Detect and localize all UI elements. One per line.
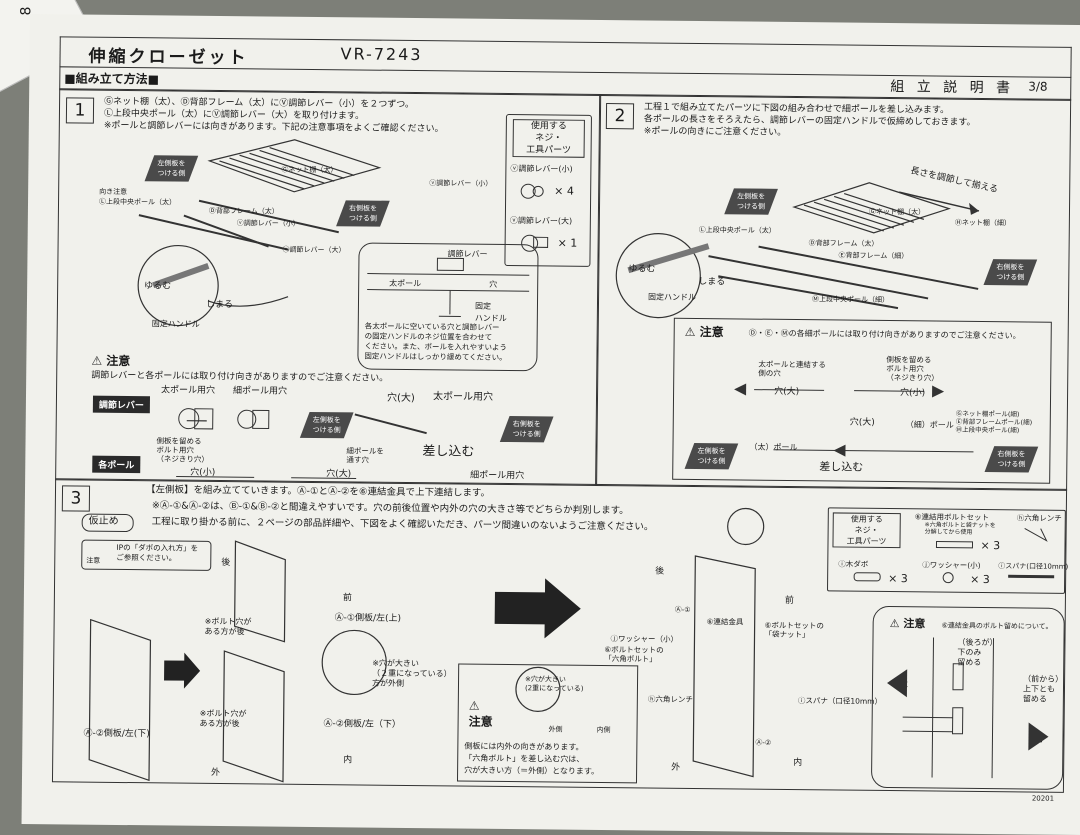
footer-code: 20201	[1032, 793, 1054, 805]
hole-large-label-1: 穴(大)	[387, 393, 415, 405]
in-label-2: 内	[793, 757, 802, 769]
step3-panel: 3 【左側板】を組み立てていきます。Ⓐ-①とⒶ-②を⑥連結金具で上下連結します。…	[52, 478, 1067, 793]
a2b-label: Ⓐ-②側板/左（下）	[324, 718, 401, 731]
page-number: 3/8	[1028, 79, 1047, 93]
step2-loosen: ゆるむ	[628, 263, 655, 275]
hole-small-label-1: 穴(小)	[190, 467, 215, 479]
step2-insert: 差し込む	[819, 460, 863, 473]
back-label-2: 後	[655, 566, 664, 578]
step2-caution-box: ⚠ 注意 Ⓓ・Ⓔ・Ⓜの各細ポールには取り付け向きがありますのでご注意ください。 …	[672, 318, 1052, 484]
step2-net-thin-label: Ⓗネット棚（細）	[955, 217, 1011, 230]
next-arrow-large	[494, 578, 581, 639]
bolt-hole-note-2: ※ボルト穴が ある方が後	[200, 709, 247, 729]
back-label-1: 後	[221, 557, 230, 569]
joint-label: ⑥連結金具	[707, 616, 744, 628]
wrench-label: ⓗ六角レンチ	[648, 694, 693, 706]
step2-panel: 2 工程１で組み立てたパーツに下図の組み合わせで細ポールを差し込みます。 各ポー…	[595, 94, 1071, 491]
manual-title: 組 立 説 明 書	[890, 76, 1014, 97]
out-label-2: 外	[671, 762, 680, 774]
a1c-label: Ⓐ-①	[675, 604, 691, 616]
hole-large-label-2: 穴(大)	[326, 468, 351, 480]
step2-back-label: Ⓓ背部フレーム（太）	[809, 237, 879, 250]
step1-panel: 1 Ⓖネット棚（太）、Ⓓ背部フレーム（太）にⓋ調節レバー（小）を２つずつ。 Ⓛ上…	[55, 88, 601, 486]
step2-hole-large-2: 穴(大)	[850, 417, 875, 429]
step3-caution-in: 内側	[596, 724, 610, 736]
step3-parts-icons	[828, 508, 1065, 592]
step3-parts-box: 使用する ネジ・ 工具パーツ ⑥連結用ボルトセット ※六角ボルトと袋ナットを 分…	[827, 507, 1066, 593]
front-label-2: 前	[785, 595, 794, 607]
assembly-method-label: ■組み立て方法■	[64, 69, 159, 87]
washer-label: ⓙワッシャー（小）	[610, 633, 678, 646]
step2-upper-label: Ⓛ上段中央ポール（太）	[699, 224, 776, 237]
insert-thin-label: 細ポールを 通す穴	[346, 446, 384, 464]
step3-caution-out: 外側	[548, 723, 562, 735]
thin-pole-hole-label: 細ポール用穴	[470, 470, 524, 483]
instruction-sheet: 伸縮クローゼット VR-7243 ■組み立て方法■ 組 立 説 明 書 3/8 …	[22, 14, 1080, 835]
step2-back-thin-label: Ⓔ背部フレーム（細）	[838, 249, 908, 262]
panel-a2-label: Ⓐ-②側板/左(下)	[83, 728, 149, 741]
step2-upper-thin-label: Ⓜ上段中央ポール（細）	[812, 293, 889, 306]
step3-caution-big: ※穴が大きい (2重になっている)	[525, 675, 584, 694]
side-board-note: 側板を留める ボルト用穴 （ネジきり穴）	[156, 436, 209, 464]
step3-joint-drawing	[872, 607, 1064, 789]
bolt-hole-note-1: ※ボルト穴が ある方が後	[204, 617, 251, 637]
product-title: 伸縮クローゼット	[88, 42, 248, 69]
a2c-label: Ⓐ-②	[755, 737, 771, 749]
step2-hole-small: 穴(小)	[900, 387, 925, 399]
step3-caution-3: 穴が大きい方（＝外側）となります。	[464, 765, 599, 778]
in-label-1: 内	[343, 754, 352, 766]
step3-joint-caution-box: ⚠ 注意 ⑥連結金具のボルト留めについて。 （後ろが） 下のみ 留める （前から…	[871, 606, 1065, 790]
thick-hole-label-2: 太ポール用穴	[433, 391, 493, 404]
step2-thick-pole: （太）ポール	[749, 442, 797, 455]
step2-net-label: Ⓖネット棚（太）	[869, 206, 925, 219]
caution-icon: ⚠	[469, 699, 480, 713]
pole-tag: 各ポール	[92, 456, 140, 474]
model-number: VR-7243	[341, 44, 423, 64]
nut-label: ⑥ボルトセットの 「袋ナット」	[764, 621, 823, 640]
insert-label: 差し込む	[422, 445, 474, 459]
a1-label: Ⓐ-①側板/左(上)	[335, 612, 401, 625]
step2-tighten: しまる	[698, 276, 725, 288]
bolt-label: ⑥ボルトセットの 「六角ボルト」	[604, 645, 663, 664]
spanner-label: ⓘスパナ（口径10mm）	[798, 695, 882, 708]
bigger-hole-note: ※穴が大きい （２重になっている） 方が外側	[372, 659, 452, 690]
step2-hole-large: 穴(大)	[774, 386, 799, 398]
out-label-1: 外	[211, 767, 220, 779]
step2-handle: 固定ハンドル	[648, 291, 696, 304]
next-arrow-small	[164, 652, 200, 688]
panel-a2-lower	[89, 620, 151, 781]
step3-caution-title: ⚠注意	[469, 699, 493, 730]
front-label-1: 前	[343, 592, 352, 604]
step3-caution-box: ⚠注意 ※穴が大きい (2重になっている) 外側 内側 側板には内外の向きがあり…	[457, 664, 638, 784]
step2-parts-list: Ⓖネット棚ポール(細) Ⓔ背部フレームポール(細) Ⓜ上段中央ポール(細)	[956, 410, 1033, 435]
step2-thin-pole: （細）ポール	[906, 419, 954, 432]
